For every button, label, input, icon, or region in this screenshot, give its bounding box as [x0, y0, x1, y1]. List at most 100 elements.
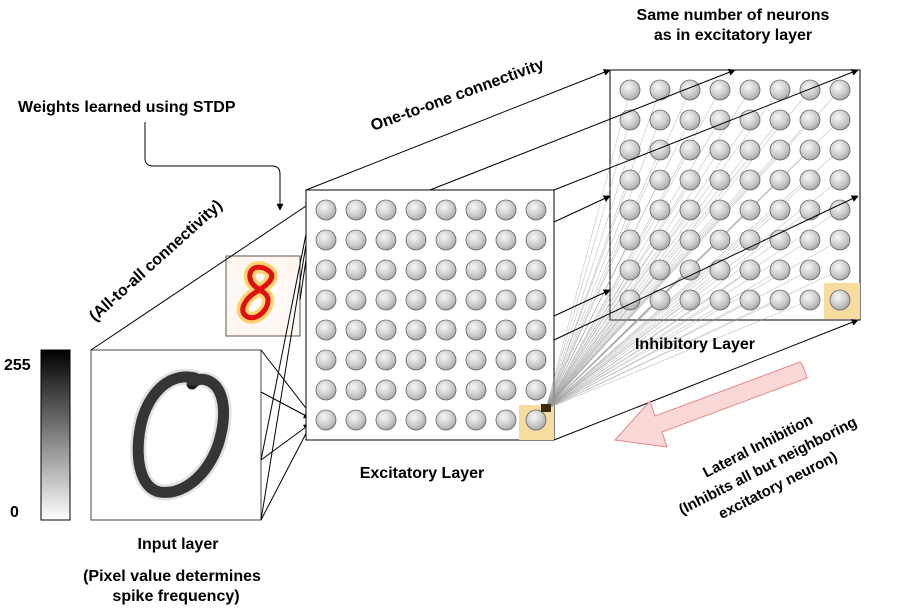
weight-digit-eight [236, 261, 278, 324]
inhibition-line [545, 269, 661, 410]
pixel-label-line1: (Pixel value determines [83, 568, 261, 585]
excitatory-neuron [405, 349, 427, 371]
inhibition-line [545, 239, 841, 410]
excitatory-neuron [345, 409, 367, 431]
excitatory-neuron [375, 259, 397, 281]
inhibition-line [545, 299, 691, 410]
excitatory-neuron [405, 229, 427, 251]
excitatory-neuron [375, 409, 397, 431]
inhibition-line [545, 209, 661, 410]
excitatory-neuron [375, 319, 397, 341]
excitatory-neuron [315, 409, 337, 431]
inhibitory-neuron [769, 199, 791, 221]
inhibitory-neuron [769, 109, 791, 131]
excitatory-neuron [315, 379, 337, 401]
input-layer-label: Input layer [138, 536, 219, 553]
inhibitory-neuron [619, 199, 641, 221]
inhibition-line [545, 149, 691, 410]
one-to-one-connections [305, 69, 859, 441]
inhibition-line [545, 299, 781, 410]
inhibitory-neuron [709, 169, 731, 191]
excitatory-neuron [495, 199, 517, 221]
excitatory-neuron [315, 229, 337, 251]
inhibitory-neuron [709, 79, 731, 101]
inhibitory-neuron [709, 139, 731, 161]
inhibitory-neuron [649, 229, 671, 251]
inhibitory-neuron [769, 289, 791, 311]
inhibition-line [545, 239, 631, 410]
inhibition-line [545, 269, 781, 410]
excitatory-neuron [465, 349, 487, 371]
inhibitory-neuron [799, 139, 821, 161]
inhibitory-neuron [709, 289, 731, 311]
inhibitory-neuron [709, 229, 731, 251]
inhibition-line [545, 119, 631, 410]
excitatory-neuron [345, 199, 367, 221]
excitatory-neuron [405, 379, 427, 401]
colorbar-min-label: 0 [10, 504, 19, 521]
inhibition-line [545, 119, 751, 410]
inhibitory-neuron [619, 289, 641, 311]
excitatory-neuron [345, 229, 367, 251]
inhibition-line [545, 299, 751, 410]
inhibition-line [545, 149, 661, 410]
inhibition-line [545, 119, 811, 410]
inhibitory-neuron [649, 109, 671, 131]
inhibitory-neuron [649, 259, 671, 281]
inhibitory-neuron [619, 229, 641, 251]
excitatory-neuron [435, 349, 457, 371]
inhibition-line [545, 89, 661, 410]
inhibitory-neuron [829, 109, 851, 131]
excitatory-neuron [495, 229, 517, 251]
excitatory-neuron [375, 349, 397, 371]
excitatory-neuron [435, 259, 457, 281]
inhibitory-neuron [619, 169, 641, 191]
excitatory-neuron [345, 379, 367, 401]
inhibitory-neuron [679, 109, 701, 131]
excitatory-neuron [525, 349, 547, 371]
excitatory-neuron [405, 289, 427, 311]
excitatory-neuron [405, 199, 427, 221]
inhibitory-neuron [709, 199, 731, 221]
excitatory-neuron [495, 259, 517, 281]
excitatory-neuron [465, 409, 487, 431]
excitatory-neuron [345, 259, 367, 281]
inhibition-line [545, 179, 631, 410]
excitatory-neuron [495, 319, 517, 341]
inhibitory-neuron [829, 79, 851, 101]
excitatory-neuron [465, 289, 487, 311]
inhibitory-neuron [619, 109, 641, 131]
inhibitory-neuron [769, 259, 791, 281]
lateral-inhibition-arrow [613, 361, 808, 448]
inhibitory-neuron [799, 289, 821, 311]
excitatory-neuron [435, 409, 457, 431]
inhibition-line [545, 149, 751, 410]
excitatory-neuron [345, 349, 367, 371]
excitatory-neuron [315, 349, 337, 371]
excitatory-neuron [375, 289, 397, 311]
all-to-all-label: (All-to-all connectivity) [86, 197, 226, 325]
inhibitory-neuron [679, 259, 701, 281]
inhibitory-neuron [679, 199, 701, 221]
inhibitory-neuron [799, 199, 821, 221]
inhibition-line [545, 299, 721, 410]
inhibition-source-marker [541, 404, 551, 412]
excitatory-neuron [465, 379, 487, 401]
inhibition-line [545, 299, 811, 410]
inhibitory-neuron [679, 79, 701, 101]
same-number-label-line2: as in excitatory layer [654, 27, 812, 44]
excitatory-neuron [405, 409, 427, 431]
pixel-label-line2: spike frequency) [112, 588, 239, 605]
inhibitory-neuron [769, 169, 791, 191]
inhibitory-neuron [649, 139, 671, 161]
inhibition-line [545, 299, 631, 410]
excitatory-neuron [345, 319, 367, 341]
inhibition-line [545, 269, 811, 410]
excitatory-neuron [465, 259, 487, 281]
inhibition-line [545, 89, 631, 410]
excitatory-neuron [375, 199, 397, 221]
inhibition-line [545, 269, 841, 410]
excitatory-neuron [495, 379, 517, 401]
inhibition-line [545, 299, 661, 410]
